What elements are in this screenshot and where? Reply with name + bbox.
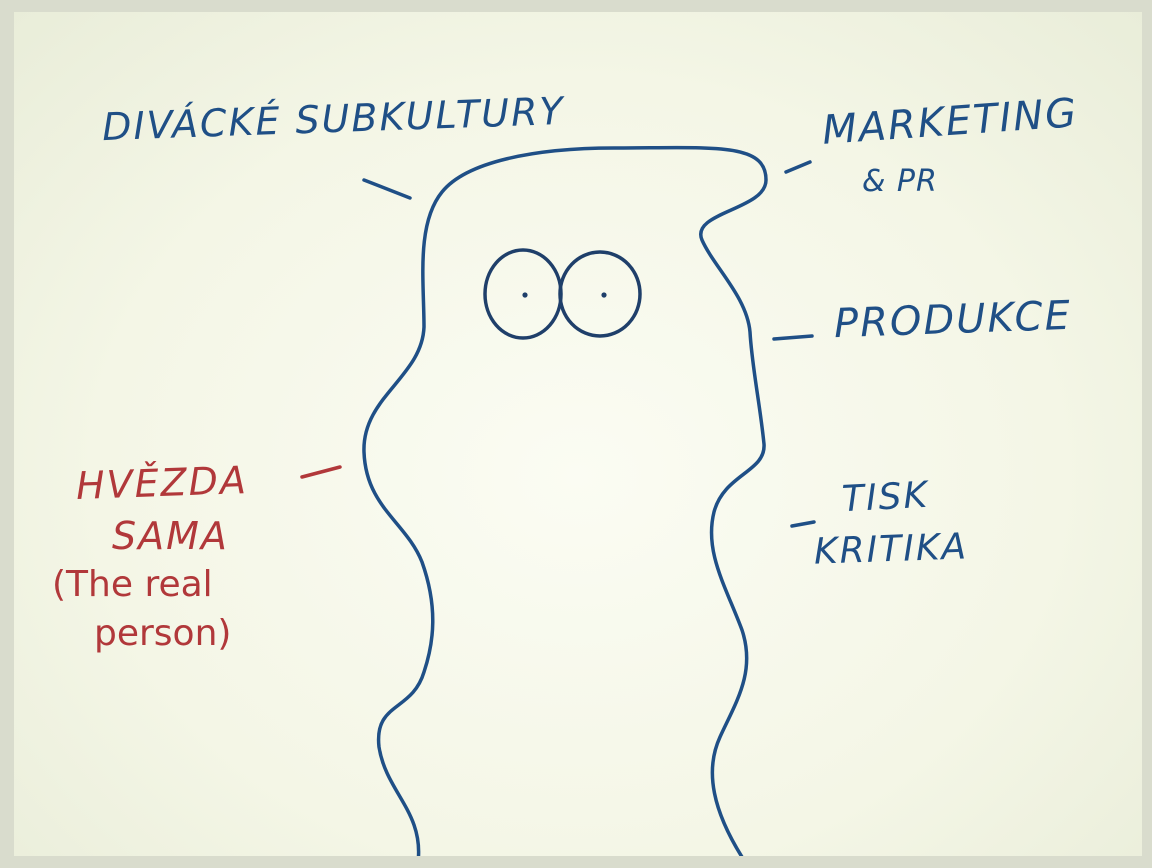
right-pupil [601, 292, 607, 298]
ghost-outline [362, 145, 768, 856]
label-person: person) [94, 613, 232, 654]
left-pupil [522, 292, 528, 298]
ghost-drawing [300, 145, 816, 856]
dash-tisk [790, 520, 816, 528]
label-sama: SAMA [112, 514, 229, 558]
label-pr: & PR [862, 164, 938, 199]
dash-divacke [362, 178, 412, 200]
label-produkce: PRODUKCE [833, 292, 1073, 348]
label-the-real: (The real [52, 564, 213, 605]
dash-marketing [784, 160, 812, 174]
right-eye [558, 250, 642, 338]
label-hvezda: HVĚZDA [75, 458, 249, 508]
dash-produkce [772, 334, 814, 341]
label-tisk: TISK [840, 474, 931, 521]
label-kritika: KRITIKA [813, 526, 969, 573]
dash-hvezda [300, 465, 342, 479]
